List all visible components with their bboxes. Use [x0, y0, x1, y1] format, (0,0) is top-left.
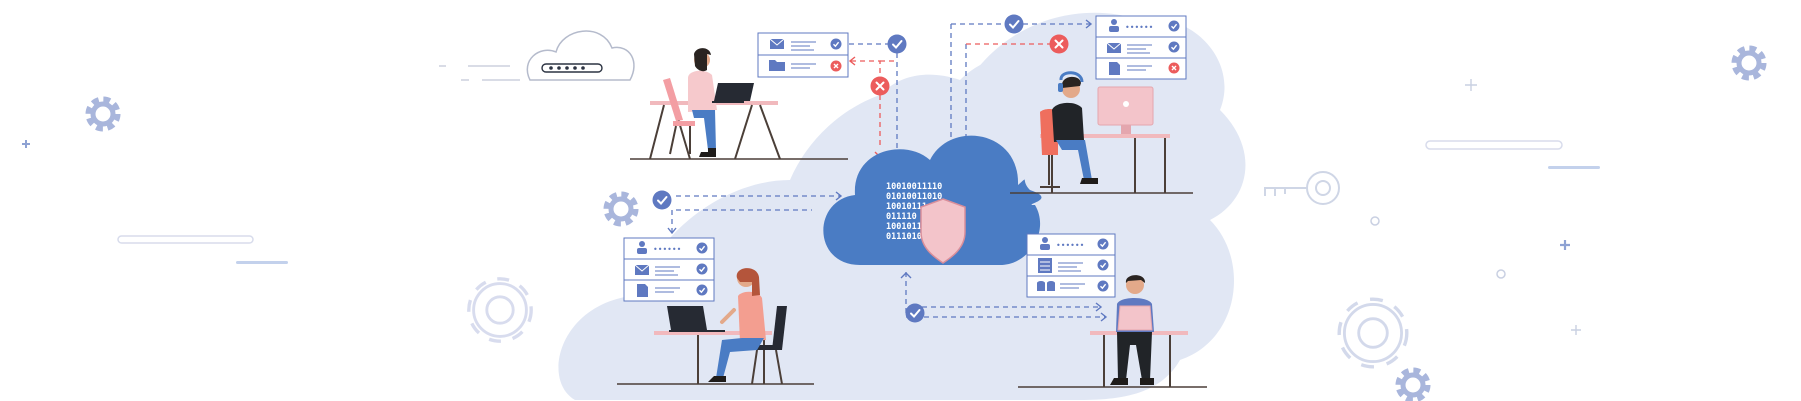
- data-flow-connectors: [671, 23, 1105, 318]
- check-icon: [829, 37, 843, 51]
- password-mask: ••••••: [653, 245, 681, 254]
- mail-icon: [1106, 42, 1122, 53]
- central-cloud: 10010011110 01010011010 10010111 011110 …: [823, 135, 1042, 265]
- gear-icon: [90, 101, 116, 127]
- binary-line: 1001011: [886, 222, 922, 232]
- credential-card: ••••••: [623, 237, 715, 302]
- dot-decoration: [1370, 216, 1380, 226]
- credential-card: ••••••: [1026, 233, 1116, 298]
- credential-card: [757, 32, 849, 78]
- right-decorations: [1264, 50, 1762, 398]
- check-icon: [886, 33, 908, 55]
- laptop-icon: [667, 306, 707, 330]
- cross-icon: [1167, 61, 1181, 75]
- password-mask: ••••••: [1056, 241, 1084, 250]
- plus-decoration: [22, 140, 30, 148]
- monitor-icon: [1097, 86, 1154, 134]
- check-icon: [1096, 237, 1110, 251]
- shield-icon: [920, 198, 966, 264]
- document-icon: [637, 284, 648, 297]
- gear-icon: [467, 277, 533, 343]
- binary-line: 01010011010: [886, 192, 942, 202]
- laptop-icon: [714, 83, 754, 101]
- user-icon: [1109, 19, 1119, 32]
- line-decoration: [1425, 140, 1563, 150]
- person-working-desktop: [1010, 71, 1193, 194]
- plus-decoration: [1571, 325, 1581, 335]
- check-icon: [1167, 19, 1181, 33]
- user-icon: [637, 241, 647, 254]
- gear-icon: [1337, 297, 1409, 369]
- database-icon: [1037, 281, 1055, 291]
- key-icon: [1264, 171, 1340, 205]
- cross-icon: [869, 75, 891, 97]
- check-icon: [651, 189, 673, 211]
- person-working-laptop: [1018, 275, 1207, 388]
- server-icon: [1038, 258, 1052, 273]
- person-working-laptop: [630, 48, 848, 160]
- plus-decoration: [1560, 240, 1570, 250]
- line-decoration: [117, 235, 254, 244]
- user-icon: [1040, 237, 1050, 250]
- check-icon: [695, 283, 709, 297]
- password-cloud-icon: [526, 30, 635, 81]
- folder-icon: [769, 60, 785, 71]
- check-icon: [695, 262, 709, 276]
- line-decoration: [439, 65, 520, 81]
- document-icon: [1109, 62, 1120, 75]
- dot-decoration: [1496, 269, 1506, 279]
- check-icon: [1096, 258, 1110, 272]
- mail-icon: [634, 264, 650, 275]
- line-decoration: [1548, 166, 1600, 169]
- cloud-icon: [823, 135, 1042, 265]
- line-decoration: [236, 261, 288, 264]
- binary-line: 10010011110: [886, 182, 942, 192]
- check-icon: [904, 302, 926, 324]
- check-icon: [1003, 13, 1025, 35]
- credential-card: ••••••: [1095, 15, 1187, 80]
- check-icon: [695, 241, 709, 255]
- binary-line: 011110: [886, 212, 917, 222]
- cross-icon: [829, 59, 843, 73]
- password-mask: ••••••: [1125, 23, 1153, 32]
- binary-line: 10010111: [886, 202, 927, 212]
- person-working-laptop: [617, 268, 814, 385]
- binary-line: 0111010: [886, 232, 922, 242]
- gear-icon: [1736, 50, 1762, 76]
- check-icon: [1167, 40, 1181, 54]
- check-icon: [1096, 279, 1110, 293]
- cross-icon: [1048, 33, 1070, 55]
- gear-icon: [1400, 372, 1426, 398]
- plus-decoration: [1465, 79, 1477, 91]
- gear-icon: [608, 196, 634, 222]
- laptop-icon: [1117, 305, 1153, 331]
- left-decorations: [22, 30, 635, 343]
- binary-data: 10010011110 01010011010 10010111 011110 …: [886, 182, 942, 242]
- mail-icon: [769, 38, 785, 49]
